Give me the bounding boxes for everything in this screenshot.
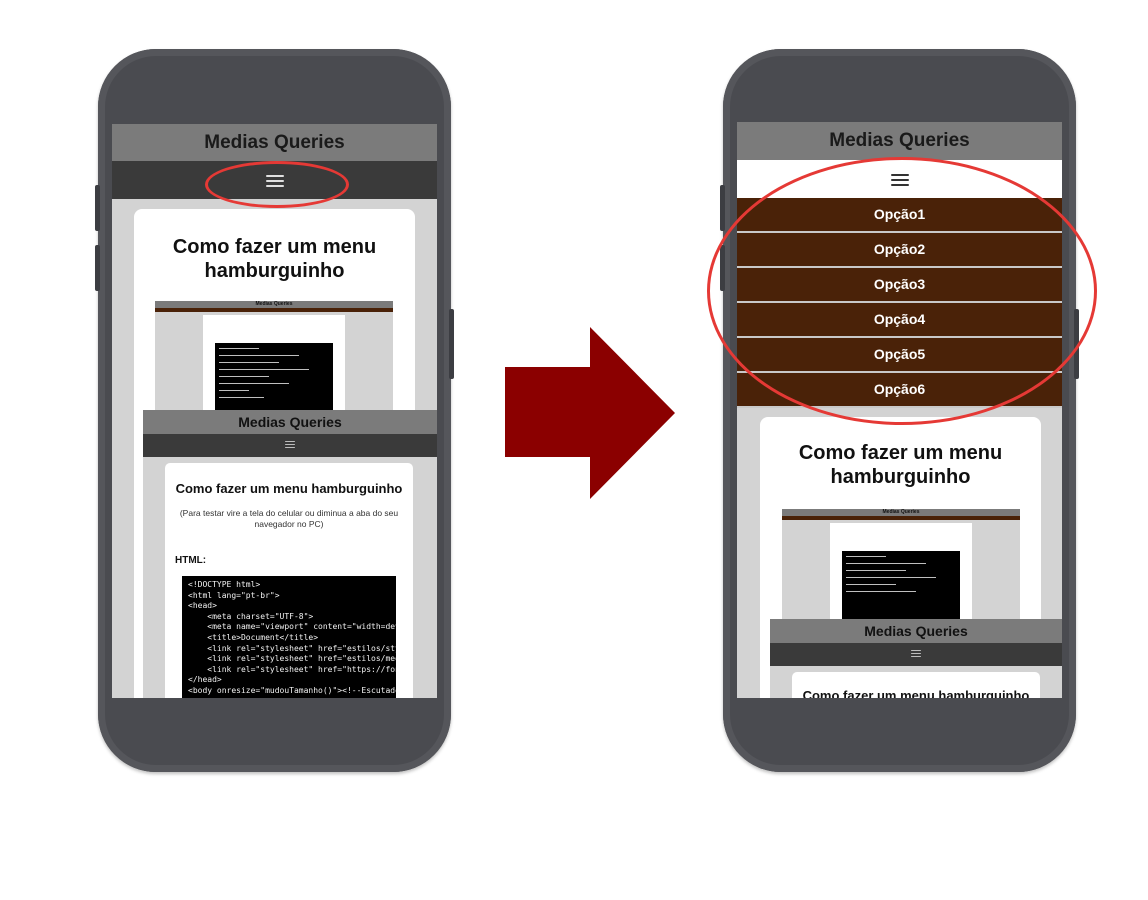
preview-thumbnail: Medias Queries [155,301,393,416]
html-label: HTML: [175,555,207,566]
overlay-menu-bar [770,643,1062,666]
left-screen: Medias Queries Como fazer um menu hambur… [112,124,437,698]
code-line: <header> [188,697,390,698]
phone-side-button [720,185,725,231]
code-line: <link rel="stylesheet" href="estilos/med… [207,654,396,664]
rotated-view-overlay: Medias Queries Como fazer um menu hambur… [112,410,437,698]
code-line: <head> [188,601,217,611]
overlay-article-title: Como fazer um menu hamburguinho [802,688,1030,698]
page-title: Medias Queries [112,124,437,161]
rotated-view-overlay: Medias Queries Como fazer um menu hambur… [737,619,1062,698]
overlay-hamburger-icon[interactable] [285,441,295,450]
preview-title: Medias Queries [155,301,393,308]
overlay-article-card: Como fazer um menu hamburguinho [792,672,1040,698]
overlay-article-title: Como fazer um menu hamburguinho [175,481,403,496]
preview-card [203,315,345,416]
phone-side-button [449,309,454,379]
arrow-right-icon [505,327,675,499]
code-line: <link rel="stylesheet" href="https://fon… [207,664,396,674]
code-line: <link rel="stylesheet" href="estilos/sty… [207,643,396,653]
overlay-hamburger-icon[interactable] [911,650,921,659]
left-phone: Medias Queries Como fazer um menu hambur… [95,49,454,772]
code-line: <meta name="viewport" content="width=dev… [207,622,396,632]
preview-thumbnail: Medias Queries [782,509,1020,624]
code-line: <meta charset="UTF-8"> [188,611,314,621]
preview-title: Medias Queries [782,509,1020,516]
preview-nav [782,516,1020,520]
overlay-page-title: Medias Queries [770,619,1062,643]
code-line: <title>Document</title> [188,632,319,642]
code-line: </head> [188,675,222,685]
overlay-page-title: Medias Queries [143,410,437,434]
highlight-oval-dropdown [707,157,1097,425]
test-note: (Para testar vire a tela do celular ou d… [179,508,399,529]
code-line: <body onresize="mudouTamanho()"><!--Escu… [188,685,396,695]
preview-nav [155,308,393,312]
preview-card [830,523,972,624]
phone-side-button [95,185,100,231]
article-title: Como fazer um menu hamburguinho [798,442,1003,488]
code-line: <html lang="pt-br"> [188,590,280,600]
preview-code [842,551,960,624]
highlight-oval-hamburger [205,161,349,208]
code-line: <!DOCTYPE html> [188,580,261,589]
article-title: Como fazer um menu hamburguinho [172,236,377,282]
code-block: <!DOCTYPE html><html lang="pt-br"><head>… [182,576,396,698]
phone-side-button [95,245,100,291]
overlay-article-card: Como fazer um menu hamburguinho (Para te… [165,463,413,698]
overlay-menu-bar [143,434,437,457]
page-title: Medias Queries [737,122,1062,160]
preview-code [215,343,333,416]
